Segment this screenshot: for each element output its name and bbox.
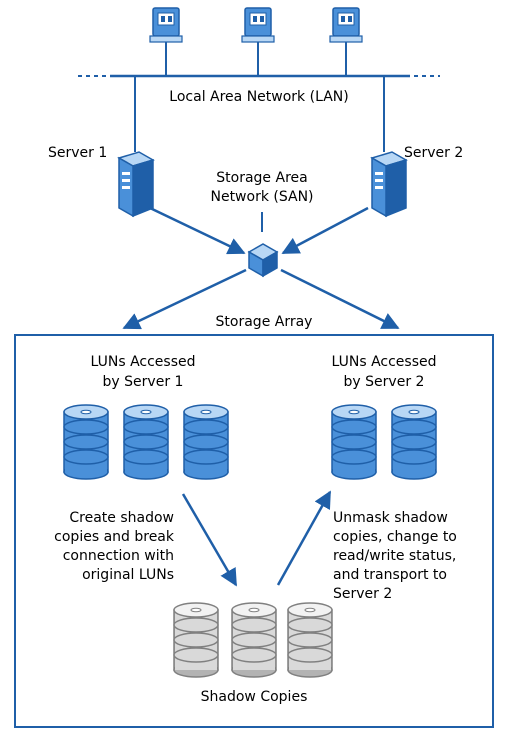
shadow-copies-label: Shadow Copies bbox=[201, 689, 308, 705]
disk-stack-icon bbox=[123, 404, 169, 480]
luns1-heading-line1: LUNs Accessed bbox=[91, 354, 196, 370]
san-label-line2: Network (SAN) bbox=[210, 189, 313, 205]
luns1-heading-line2: by Server 1 bbox=[103, 374, 184, 390]
shadow-disk-stack-icon bbox=[173, 602, 219, 678]
server2-to-san-arrow bbox=[281, 206, 369, 255]
lan-label: Local Area Network (LAN) bbox=[169, 89, 348, 105]
san-switch-icon bbox=[248, 243, 278, 277]
luns2-heading-line1: LUNs Accessed bbox=[332, 354, 437, 370]
server1-label: Server 1 bbox=[48, 145, 107, 161]
san-label-line1: Storage Area bbox=[216, 170, 307, 186]
create-text-line3: connection with bbox=[63, 548, 174, 564]
server-tower-icon bbox=[118, 151, 154, 217]
to-shadow-arrow bbox=[181, 493, 238, 587]
shadow-disk-stack-icon bbox=[287, 602, 333, 678]
unmask-text-line2: copies, change to bbox=[333, 529, 457, 545]
disk-stack-icon bbox=[331, 404, 377, 480]
shadow-disk-stack-icon bbox=[231, 602, 277, 678]
disk-stack-icon bbox=[63, 404, 109, 480]
san-to-array-right-arrow bbox=[280, 268, 400, 330]
disk-stack-icon bbox=[391, 404, 437, 480]
server1-to-san-arrow bbox=[149, 206, 246, 255]
unmask-text-line3: read/write status, bbox=[333, 548, 456, 564]
unmask-text-line1: Unmask shadow bbox=[333, 510, 448, 526]
client-computer-icon bbox=[241, 7, 275, 43]
to-server2-arrow bbox=[276, 490, 332, 586]
disk-stack-icon bbox=[183, 404, 229, 480]
unmask-text-line5: Server 2 bbox=[333, 586, 392, 602]
server-tower-icon bbox=[371, 151, 407, 217]
unmask-text-line4: and transport to bbox=[333, 567, 447, 583]
client-computer-icon bbox=[329, 7, 363, 43]
client-computer-icon bbox=[149, 7, 183, 43]
create-text-line1: Create shadow bbox=[69, 510, 174, 526]
luns2-heading-line2: by Server 2 bbox=[344, 374, 425, 390]
create-text-line2: copies and break bbox=[54, 529, 175, 545]
server2-label: Server 2 bbox=[404, 145, 463, 161]
san-to-array-left-arrow bbox=[122, 268, 247, 330]
create-text-line4: original LUNs bbox=[82, 567, 174, 583]
storage-array-label: Storage Array bbox=[216, 314, 313, 330]
